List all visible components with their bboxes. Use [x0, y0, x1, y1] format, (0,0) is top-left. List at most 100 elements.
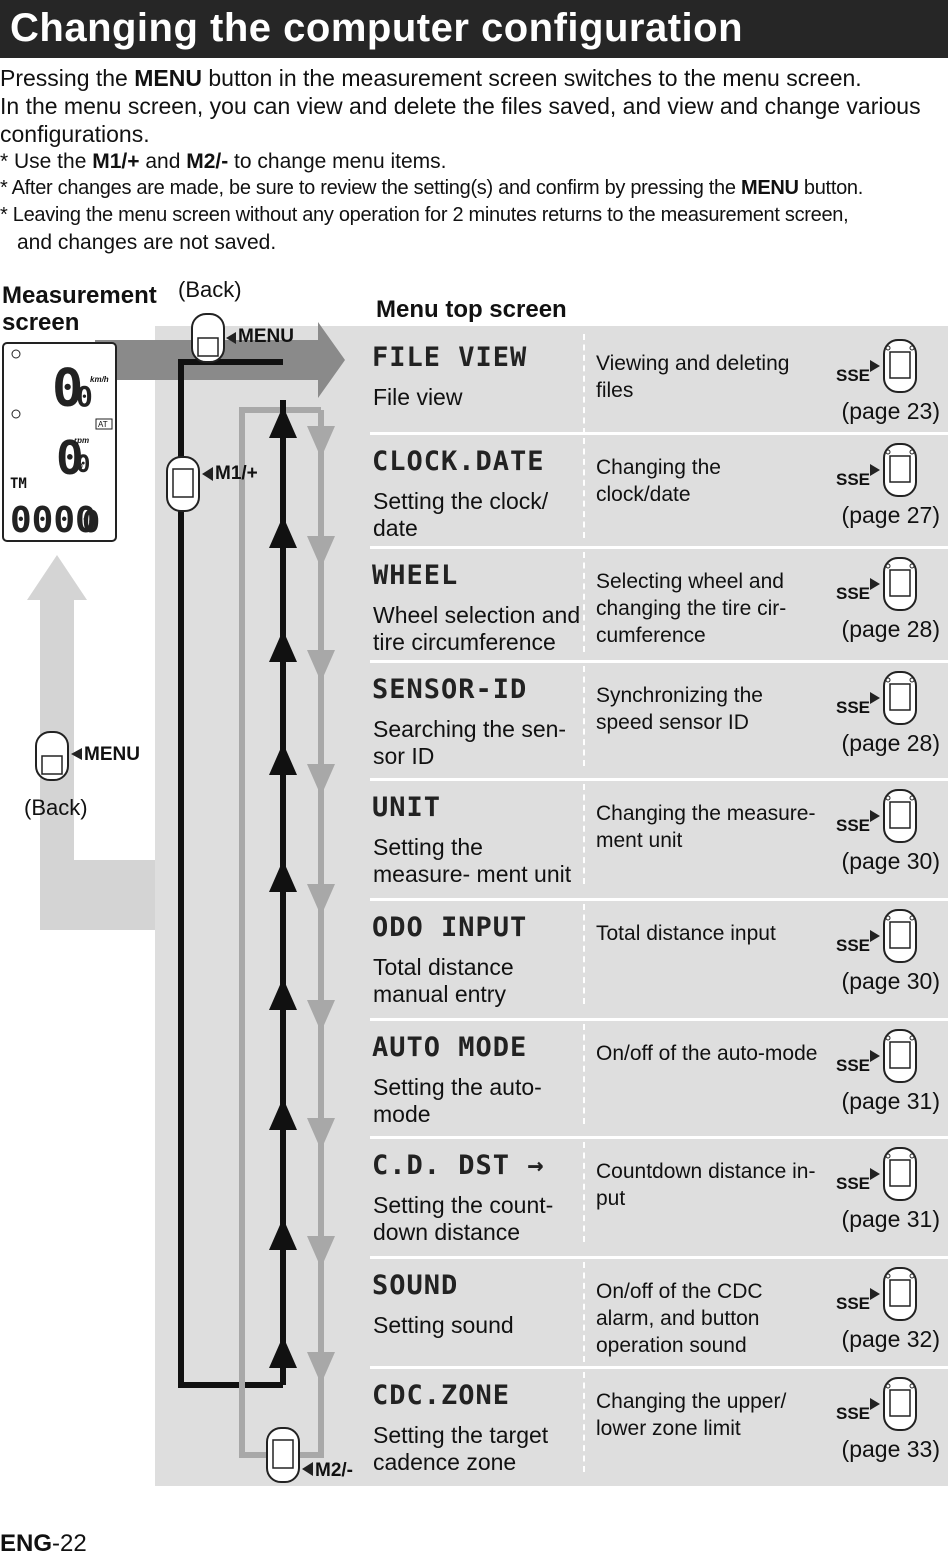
note-1: * Use the M1/+ and M2/- to change menu i…: [0, 148, 948, 175]
menu-item-description: Total distance input: [596, 922, 776, 945]
menu-item[interactable]: CDC.ZONE Setting the target cadence zone C…: [370, 1366, 948, 1486]
note-3: * Leaving the menu screen without any op…: [0, 204, 849, 226]
m2-button[interactable]: M2/-: [265, 1426, 365, 1486]
page-reference: (page 30): [841, 968, 940, 994]
page-reference: (page 33): [841, 1436, 940, 1462]
page-reference: (page 32): [841, 1326, 940, 1352]
menu-item-description: Synchronizing the speed sensor ID: [596, 684, 763, 734]
m2-keyword: M2/-: [186, 150, 229, 173]
sse-label: SSE: [836, 816, 871, 835]
row-separator: [370, 546, 948, 549]
sse-label: SSE: [836, 1056, 871, 1075]
sse-icon: [870, 556, 918, 617]
sse-label: SSE: [836, 936, 871, 955]
row-separator: [370, 778, 948, 781]
intro-text-span: Pressing the: [0, 65, 135, 91]
back-label-top: (Back): [178, 277, 242, 302]
svg-text:0: 0: [76, 380, 93, 413]
row-separator: [370, 1256, 948, 1259]
at-indicator: AT: [98, 420, 108, 429]
intro-line-1: Pressing the MENU button in the measurem…: [0, 64, 948, 92]
intro-text: Pressing the MENU button in the measurem…: [0, 64, 948, 256]
menu-lcd-text: CLOCK.DATE: [372, 446, 545, 477]
svg-text:0: 0: [52, 359, 83, 419]
page-reference: (page 30): [841, 848, 940, 874]
menu-lcd-text: SENSOR-ID: [372, 674, 528, 705]
m2-button-label: M2/-: [315, 1460, 353, 1481]
menu-button-label: MENU: [238, 326, 294, 347]
sse-label: SSE: [836, 584, 871, 603]
menu-lcd-text: SOUND: [372, 1270, 459, 1301]
menu-panel: [155, 326, 948, 1486]
page-title: Changing the computer configuration: [10, 6, 744, 50]
sse-label: SSE: [836, 1294, 871, 1313]
back-label-left: (Back): [24, 795, 88, 820]
column-divider: [583, 334, 585, 434]
note-text: * After changes are made, be sure to rev…: [0, 177, 741, 199]
svg-text:0: 0: [76, 450, 90, 478]
lcd-digits-graphic: 0 0 0 0 0000 0: [10, 349, 113, 541]
menu-item-name: Setting the target cadence zone: [373, 1422, 549, 1475]
computer-icon: [166, 456, 213, 512]
page-reference: (page 27): [841, 502, 940, 528]
menu-item-description: Countdown distance in- put: [596, 1160, 816, 1210]
page-footer: ENG-22: [0, 1530, 87, 1558]
column-divider: [583, 552, 585, 652]
menu-lcd-text: AUTO MODE: [372, 1032, 528, 1063]
column-divider: [583, 666, 585, 766]
menu-button-top[interactable]: MENU: [190, 312, 294, 364]
unit-kmh: km/h: [90, 375, 109, 384]
menu-item-description: Changing the upper/ lower zone limit: [596, 1390, 787, 1440]
row-separator: [370, 1366, 948, 1369]
menu-item-name: Setting the auto- mode: [373, 1074, 542, 1127]
menu-item-description: Viewing and deleting files: [596, 352, 790, 402]
title-bar: Changing the computer configuration: [0, 0, 948, 58]
row-separator: [370, 1136, 948, 1139]
menu-item-name: Setting the measure- ment unit: [373, 834, 572, 887]
page-reference: (page 31): [841, 1206, 940, 1232]
menu-lcd-text: UNIT: [372, 792, 442, 823]
svg-text:0: 0: [82, 505, 100, 540]
sse-icon: [870, 1376, 918, 1437]
unit-rpm: rpm: [74, 436, 90, 445]
menu-button-label: MENU: [84, 744, 140, 765]
menu-top-screen-label: Menu top screen: [376, 296, 567, 323]
intro-text-span: button in the measurement screen switche…: [201, 65, 862, 91]
menu-item-name: Setting the clock/ date: [373, 488, 549, 541]
column-divider: [583, 1372, 585, 1472]
menu-item-name: File view: [373, 384, 463, 410]
m1-keyword: M1/+: [92, 150, 140, 173]
svg-text:0: 0: [56, 431, 84, 485]
sse-icon: [870, 908, 918, 969]
page-reference: (page 31): [841, 1088, 940, 1114]
computer-icon: [35, 731, 82, 781]
sse-icon: [870, 1266, 918, 1327]
menu-button-left[interactable]: MENU: [34, 730, 144, 782]
note-text: to change menu items.: [228, 150, 447, 173]
m1-button[interactable]: M1/+: [165, 455, 265, 515]
sse-icon: [870, 442, 918, 503]
footer-page-number: -22: [52, 1530, 87, 1557]
page-reference: (page 23): [841, 398, 940, 424]
menu-lcd-text: CDC.ZONE: [372, 1380, 511, 1411]
sse-icon: [870, 788, 918, 849]
row-separator: [370, 432, 948, 435]
menu-item[interactable]: C.D. DST → Setting the count- down distan…: [370, 1136, 948, 1256]
menu-item[interactable]: FILE VIEW File view Viewing and deleting f…: [370, 328, 948, 434]
column-divider: [583, 784, 585, 884]
menu-item-name: Setting the count- down distance: [373, 1192, 554, 1245]
note-text: button.: [798, 177, 863, 199]
menu-lcd-text: C.D. DST →: [372, 1150, 545, 1181]
menu-lcd-text: FILE VIEW: [372, 342, 528, 373]
sse-label: SSE: [836, 470, 871, 489]
column-divider: [583, 1142, 585, 1242]
note-3-continued: and changes are not saved.: [17, 231, 277, 254]
